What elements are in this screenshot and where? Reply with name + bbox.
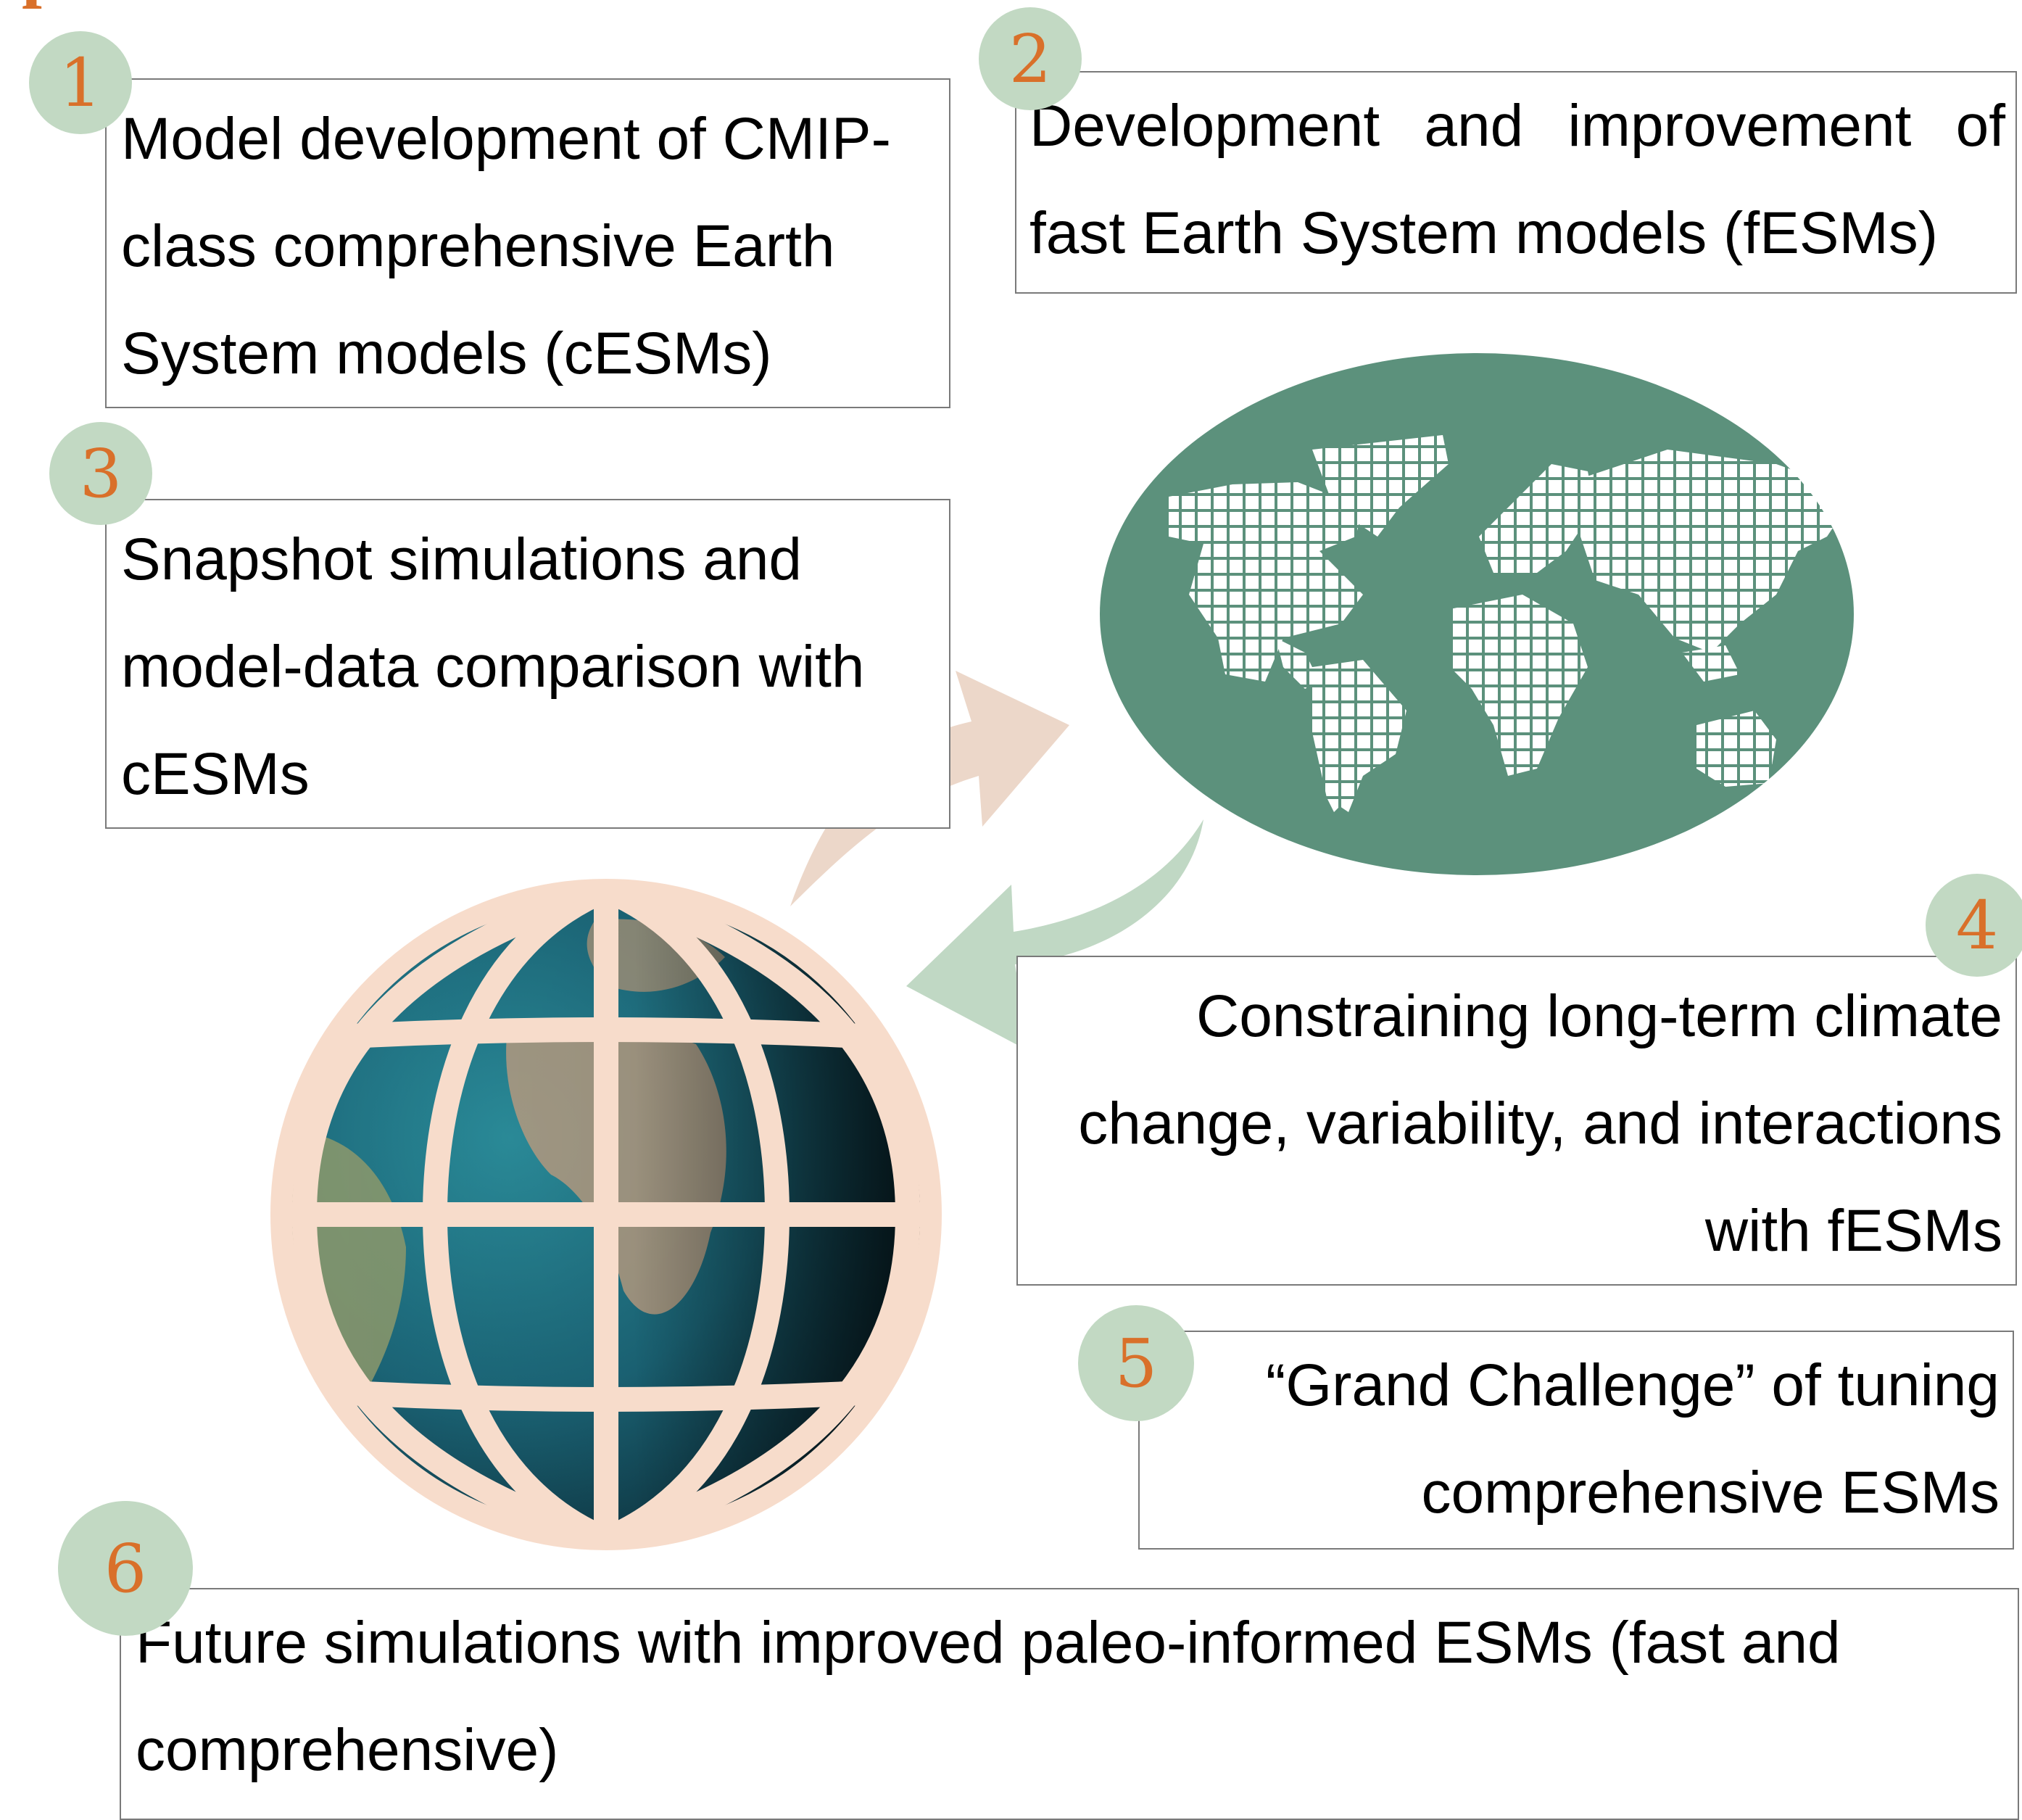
page-title: paleoclimate constraints bbox=[22, 0, 773, 6]
step-1-box: Model development of CMIP-class comprehe… bbox=[105, 78, 950, 408]
step-2-box: Development and improvement of fast Eart… bbox=[1015, 71, 2017, 294]
step-5-text: “Grand Challenge” of tuning comprehensiv… bbox=[1266, 1352, 2000, 1526]
step-6-box: Future simulations with improved paleo-i… bbox=[120, 1588, 2019, 1820]
step-1-text: Model development of CMIP-class comprehe… bbox=[121, 106, 891, 386]
step-5-badge: 5 bbox=[1078, 1305, 1194, 1421]
wireframe-earth-globe-icon bbox=[270, 879, 942, 1550]
step-6-badge: 6 bbox=[58, 1501, 193, 1636]
step-3-badge: 3 bbox=[49, 422, 152, 525]
step-4-badge: 4 bbox=[1926, 874, 2022, 977]
step-4-text: Constraining long-term climate change, v… bbox=[1078, 983, 2002, 1264]
step-3-box: Snapshot simulations and model-data comp… bbox=[105, 499, 950, 829]
step-2-badge: 2 bbox=[979, 7, 1082, 110]
arrow-map-to-globe bbox=[906, 819, 1203, 1051]
step-3-text: Snapshot simulations and model-data comp… bbox=[121, 526, 865, 807]
step-6-text: Future simulations with improved paleo-i… bbox=[136, 1610, 1841, 1783]
pixel-world-map-icon bbox=[1145, 421, 1870, 812]
step-5-box: “Grand Challenge” of tuning comprehensiv… bbox=[1138, 1331, 2014, 1550]
step-2-text: Development and improvement of fast Eart… bbox=[1029, 93, 2005, 266]
step-4-box: Constraining long-term climate change, v… bbox=[1016, 956, 2017, 1286]
step-1-badge: 1 bbox=[29, 31, 132, 134]
